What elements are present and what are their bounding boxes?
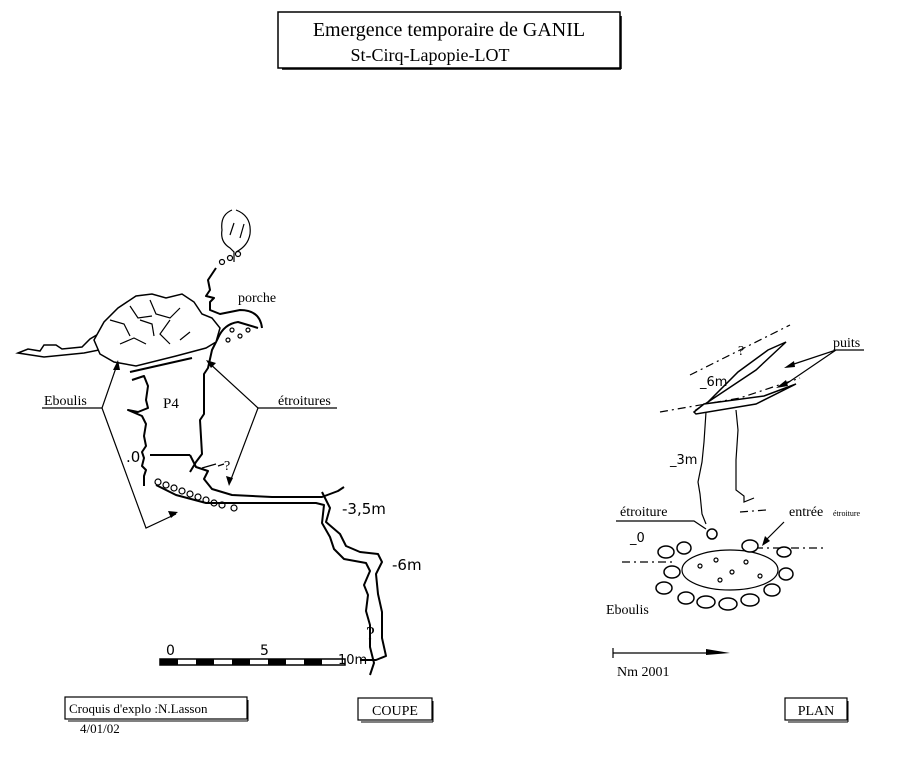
svg-text:?: ? xyxy=(224,459,230,474)
north-arrow: Nm 2001 xyxy=(612,648,730,680)
end-question-mark: ? xyxy=(366,623,375,645)
coupe-label: COUPE xyxy=(372,704,418,719)
scale-tick-10m: 10m xyxy=(338,653,367,668)
plan-label-box: PLAN xyxy=(784,697,849,723)
label-depth-3-plan: _3m xyxy=(669,453,697,468)
north-label: Nm 2001 xyxy=(617,665,670,680)
plan-label: PLAN xyxy=(798,704,835,719)
title: Emergence temporaire de GANIL xyxy=(313,19,585,41)
tree-icon xyxy=(221,209,251,262)
label-depth-6: -6m xyxy=(392,556,422,574)
plan-eboulis-rocks xyxy=(655,528,794,611)
label-entree-etroiture: étroiture xyxy=(833,509,861,518)
label-eboulis-plan: Eboulis xyxy=(606,603,649,618)
subtitle: St-Cirq-Lapopie-LOT xyxy=(351,45,510,65)
coupe-label-box: COUPE xyxy=(357,697,434,723)
label-depth-6-plan: _6m xyxy=(699,375,727,390)
label-zero-plan: _0 xyxy=(629,531,645,546)
title-box: Emergence temporaire de GANIL St-Cirq-La… xyxy=(277,11,622,70)
passage-pebbles xyxy=(154,478,238,512)
label-zero-coupe: .0 xyxy=(126,448,140,466)
credit-box: Croquis d'explo :N.Lasson 4/01/02 xyxy=(64,696,249,736)
scale-tick-0: 0 xyxy=(166,643,175,659)
label-etroiture: étroiture xyxy=(620,505,667,520)
coupe-section: ? ? porche Eboulis P4 étroitures .0 -3,5… xyxy=(15,209,422,676)
credit-date: 4/01/02 xyxy=(80,721,120,736)
label-p4: P4 xyxy=(163,396,179,412)
scale-tick-5: 5 xyxy=(260,643,269,659)
credit-author: Croquis d'explo :N.Lasson xyxy=(69,701,208,716)
label-eboulis: Eboulis xyxy=(44,394,87,409)
label-depth-3-5: -3,5m xyxy=(342,500,386,518)
eboulis-rocks xyxy=(15,293,221,373)
scale-bar: 0 5 10m xyxy=(159,643,367,668)
plan-view: ? puits _6m _3m étroiture entrée étroitu… xyxy=(606,324,864,680)
svg-text:?: ? xyxy=(738,344,744,359)
label-entree: entrée xyxy=(789,505,823,520)
label-etroitures: étroitures xyxy=(278,394,331,409)
label-porche: porche xyxy=(238,291,276,306)
label-puits: puits xyxy=(833,336,860,351)
